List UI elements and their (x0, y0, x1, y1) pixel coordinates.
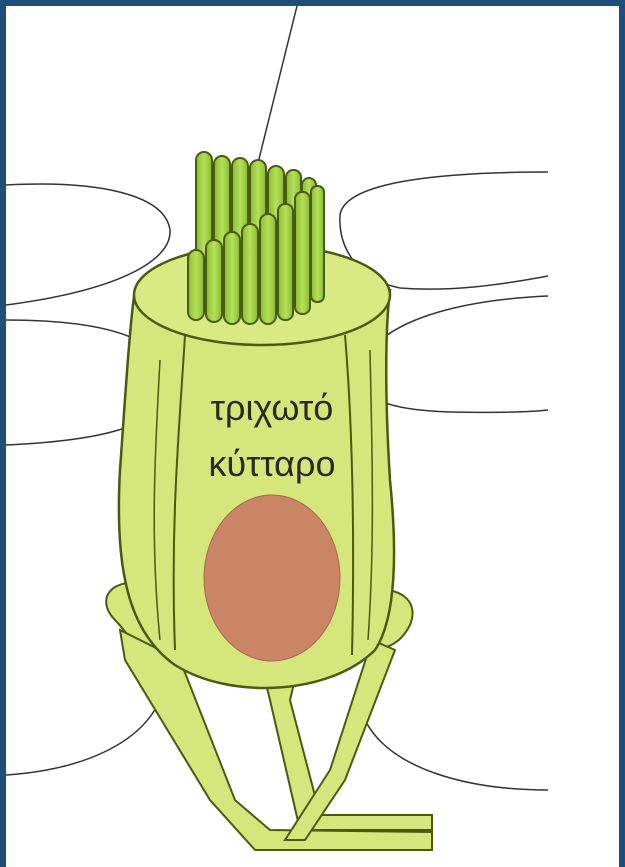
stereocilium (278, 204, 293, 320)
stereocilium (224, 232, 240, 324)
leader-line-top (255, 6, 297, 175)
nucleus (204, 495, 340, 661)
leader-line-left-3 (6, 700, 160, 775)
stereocilium (242, 224, 258, 324)
stereocilium (295, 192, 310, 314)
stereocilium (188, 250, 204, 320)
leader-line-right-3 (365, 720, 548, 790)
hair-cell-diagram: τριχωτό κύτταρο (6, 6, 619, 867)
diagram-frame: τριχωτό κύτταρο (6, 6, 619, 867)
cell-label-line-2: κύτταρο (209, 443, 336, 484)
stereocilium (260, 214, 276, 324)
stereocilium (206, 240, 222, 322)
stereocilia-bundle (188, 152, 324, 324)
cell-label-line-1: τριχωτό (211, 387, 333, 428)
stereocilium (311, 186, 324, 302)
